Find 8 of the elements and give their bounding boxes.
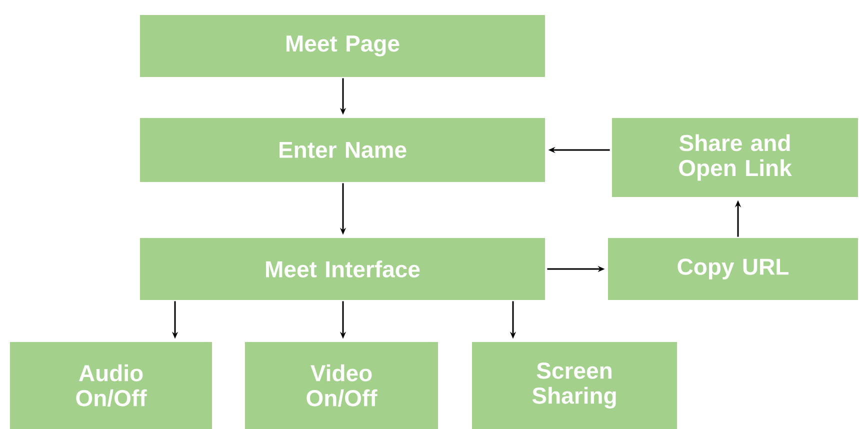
process-box: Meet Interface xyxy=(140,238,545,300)
process-box: Meet Page xyxy=(140,15,545,77)
process-box: Enter Name xyxy=(140,118,545,182)
process-box: Screen Sharing xyxy=(472,342,677,429)
process-box: Video On/Off xyxy=(245,342,438,429)
process-box: Audio On/Off xyxy=(10,342,212,429)
process-box: Copy URL xyxy=(608,238,858,300)
process-box: Share and Open Link xyxy=(612,118,858,197)
